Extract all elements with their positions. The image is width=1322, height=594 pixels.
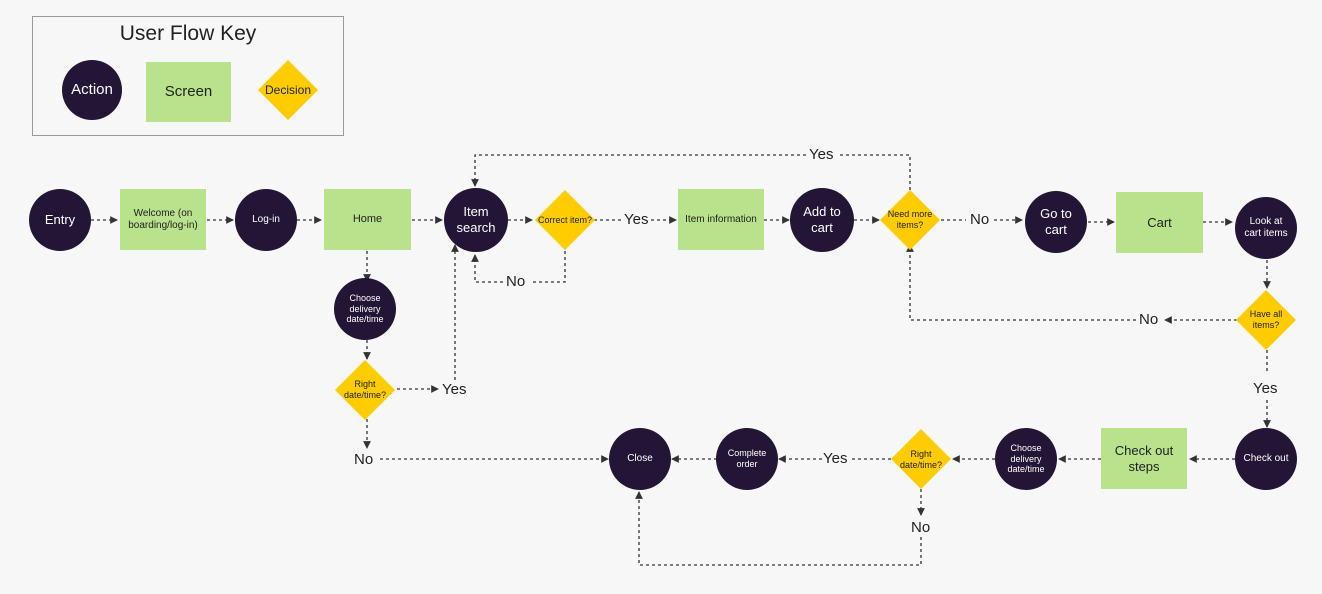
login-node <box>235 189 297 251</box>
correct-item-label: Correct item? <box>538 214 593 225</box>
close-label: Close <box>627 453 653 464</box>
key-title: User Flow Key <box>119 22 257 45</box>
key-screen-shape <box>146 62 231 122</box>
edge-label-yes-have-all: Yes <box>1253 380 1278 397</box>
check-out-steps-label: Check out steps <box>1114 443 1174 474</box>
edge-label-yes-right-date-2: Yes <box>823 450 848 467</box>
choose-delivery-2-label: Choose delivery date/time <box>1007 442 1045 475</box>
complete-order-label: Complete order <box>727 448 767 469</box>
choose-delivery-node-1 <box>334 278 396 340</box>
item-search-label: Item search <box>456 204 496 235</box>
right-date-decision-2 <box>891 429 951 489</box>
edge-label-no-have-all: No <box>1139 311 1159 328</box>
right-date-2-label: Right date/time? <box>899 449 943 470</box>
choose-delivery-node-2 <box>995 428 1057 490</box>
entry-node <box>29 189 91 251</box>
go-to-cart-node <box>1025 191 1087 253</box>
welcome-screen <box>120 189 206 250</box>
login-label: Log-in <box>252 214 280 225</box>
edge-label-no-need-more: No <box>970 211 990 228</box>
cart-screen <box>1116 192 1203 253</box>
home-label: Home <box>352 213 383 226</box>
choose-delivery-1-label: Choose delivery date/time <box>346 292 384 325</box>
check-out-label: Check out <box>1243 453 1289 464</box>
edge-label-no-right-date-2: No <box>911 519 931 536</box>
key-screen-label: Screen <box>164 83 213 100</box>
right-date-decision-1 <box>335 360 395 420</box>
look-at-cart-label: Look at cart items <box>1244 216 1288 239</box>
look-at-cart-node <box>1235 197 1297 259</box>
add-to-cart-node <box>790 188 854 252</box>
edge-label-yes-correct: Yes <box>624 211 649 228</box>
have-all-items-label: Have all items? <box>1249 309 1283 330</box>
go-to-cart-label: Go to cart <box>1040 206 1072 237</box>
user-flow-key <box>32 16 344 136</box>
right-date-1-label: Right date/time? <box>343 379 387 400</box>
item-information-label: Item information <box>685 214 757 225</box>
edge-label-no-correct: No <box>506 273 526 290</box>
edge-label-no-right-date-1: No <box>354 451 374 468</box>
item-information-screen <box>678 189 764 250</box>
item-search-node <box>444 188 508 252</box>
complete-order-node <box>716 428 778 490</box>
key-action-label: Action <box>71 81 113 98</box>
need-more-items-decision <box>880 190 940 250</box>
add-to-cart-label: Add to cart <box>803 204 841 235</box>
correct-item-decision <box>535 190 595 250</box>
have-all-items-decision <box>1236 290 1296 350</box>
need-more-items-label: Need more items? <box>887 209 933 230</box>
close-node <box>609 428 671 490</box>
key-decision-shape <box>258 60 318 120</box>
key-decision-label: Decision <box>264 82 312 97</box>
entry-label: Entry <box>44 212 76 228</box>
home-screen <box>324 189 411 250</box>
connectors <box>91 154 1271 566</box>
check-out-node <box>1235 428 1297 490</box>
edge-label-yes-top: Yes <box>809 146 834 163</box>
check-out-steps-screen <box>1101 428 1187 489</box>
edge-label-yes-right-date-1: Yes <box>442 381 467 398</box>
cart-label: Cart <box>1147 215 1172 231</box>
welcome-label: Welcome (on boarding/log-in) <box>128 208 198 231</box>
key-action-shape <box>62 60 122 120</box>
